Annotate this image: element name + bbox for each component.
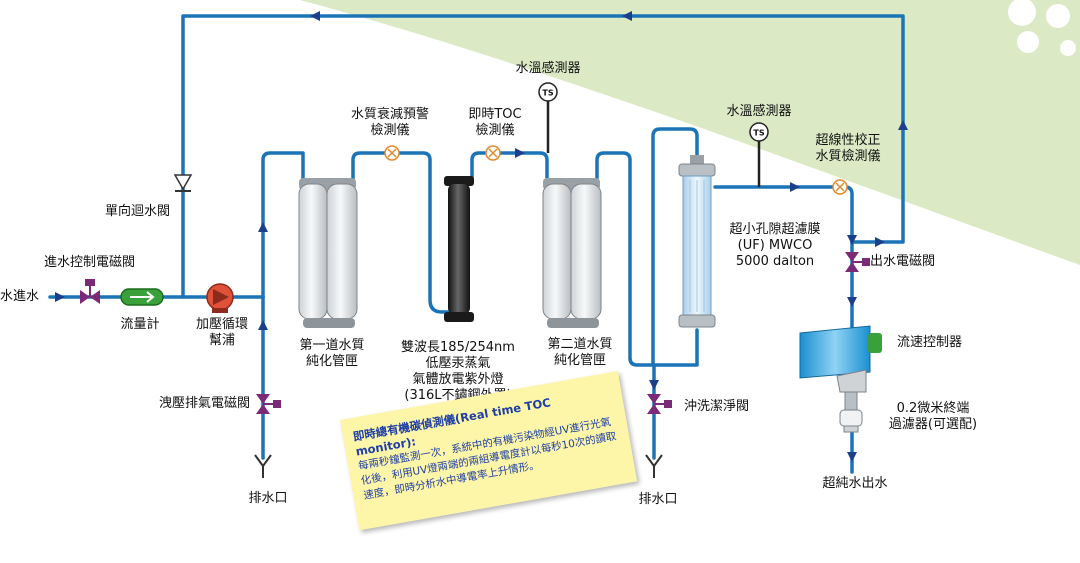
flow-meter-icon <box>120 288 164 306</box>
decor-dot <box>1017 31 1039 53</box>
drain-left-icon <box>254 454 272 478</box>
flow-arrows <box>55 11 908 462</box>
flow-controller-label: 流速控制器 <box>897 335 963 350</box>
first-cartridge <box>298 178 358 328</box>
drain-left-label: 排水口 <box>248 491 288 506</box>
outlet-valve-label: 出水電磁閥 <box>870 254 936 269</box>
pipes <box>48 14 905 474</box>
second-cartridge <box>542 178 602 328</box>
decor-dot <box>1008 0 1036 26</box>
uf-outlet-pipe <box>651 127 699 367</box>
relief-valve-label: 洩壓排氣電磁閥 <box>158 396 250 411</box>
final-filter-label: 0.2微米終端 過濾器(可選配) <box>888 401 978 432</box>
uf-membrane <box>678 155 716 328</box>
uv-lamp <box>444 176 474 322</box>
degradation-sensor-icon <box>384 145 400 161</box>
degradation-sensor-label: 水質衰減預警 檢測儀 <box>350 107 430 138</box>
background-band <box>300 0 1080 265</box>
lamp-to-second-pipe <box>470 151 549 182</box>
temp-sensor-1-icon: TS <box>538 82 558 153</box>
flow-controller <box>799 325 882 413</box>
toc-sensor-icon <box>485 145 501 161</box>
flush-valve-icon <box>647 394 672 414</box>
pump-icon <box>206 283 234 313</box>
temp-sensor-1-text: TS <box>542 89 553 98</box>
temp-sensor-2-label: 水溫感測器 <box>726 104 792 119</box>
final-filter <box>839 409 863 433</box>
flow-meter-label: 流量計 <box>120 317 160 332</box>
second-cartridge-label: 第二道水質 純化管匣 <box>547 337 613 368</box>
first-cartridge-label: 第一道水質 純化管匣 <box>299 338 365 369</box>
check-valve-icon <box>173 174 193 192</box>
uv-lamp-label: 雙波長185/254nm 低壓汞蒸氣 氣體放電紫外燈 (316L不鏽鋼外罩) <box>401 340 515 403</box>
drain-right-label: 排水口 <box>638 492 678 507</box>
check-valve-label: 單向迴水閥 <box>104 204 170 219</box>
toc-sensor-label: 即時TOC 檢測儀 <box>468 107 522 138</box>
drain-right-icon <box>645 454 663 478</box>
flush-valve-label: 沖洗潔淨閥 <box>684 399 750 414</box>
temp-sensor-1-label: 水溫感測器 <box>515 61 581 76</box>
temp-sensor-2-text: TS <box>753 129 764 138</box>
online-sensor-icon <box>832 179 848 195</box>
outlet-label: 超純水出水 <box>822 476 888 491</box>
inlet-label: 水進水 <box>0 289 40 304</box>
inlet-valve-icon <box>80 279 100 304</box>
second-to-uf-pipe <box>595 151 699 367</box>
recirculation-pipe <box>181 14 905 299</box>
to-first-cartridge-pipe <box>261 151 305 299</box>
decor-dot <box>1060 40 1076 56</box>
uf-membrane-label: 超小孔隙超濾膜 (UF) MWCO 5000 dalton <box>729 222 821 269</box>
temp-sensor-2-icon: TS <box>749 122 769 187</box>
inlet-valve-label: 進水控制電磁閥 <box>44 255 136 270</box>
relief-valve-icon <box>256 394 281 414</box>
first-to-lamp-pipe <box>351 151 454 314</box>
online-sensor-label: 超線性校正 水質檢測儀 <box>815 133 881 164</box>
outlet-valve-icon <box>845 252 870 272</box>
pump-label: 加壓循環 幫浦 <box>195 317 249 348</box>
decor-dot <box>1046 4 1070 28</box>
